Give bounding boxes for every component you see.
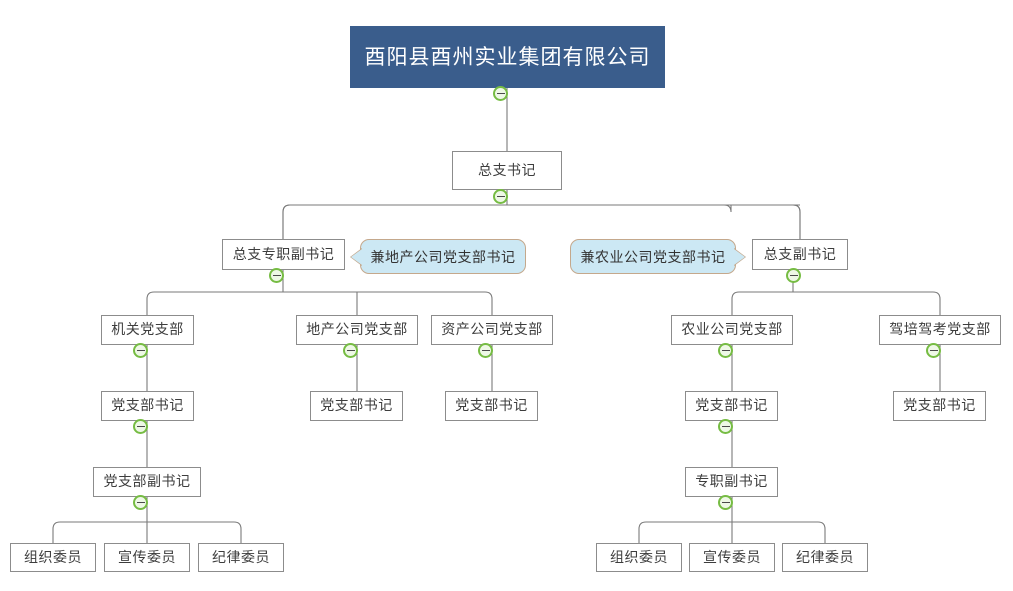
node-label: 党支部书记 — [111, 398, 184, 414]
collapse-minus-icon[interactable] — [926, 343, 941, 358]
node-label: 地产公司党支部 — [306, 322, 408, 338]
node-label: 兼农业公司党支部书记 — [580, 249, 726, 266]
callout-node[interactable]: 兼农业公司党支部书记 — [570, 239, 746, 274]
org-node[interactable]: 组织委员 — [596, 543, 682, 572]
node-label: 宣传委员 — [118, 549, 176, 566]
org-node[interactable]: 党支部书记 — [310, 391, 403, 421]
collapse-minus-icon[interactable] — [718, 419, 733, 434]
node-label: 总支专职副书记 — [232, 246, 335, 263]
collapse-minus-icon[interactable] — [133, 343, 148, 358]
org-node[interactable]: 党支部书记 — [445, 391, 538, 421]
node-label: 酉阳县酉州实业集团有限公司 — [364, 44, 651, 69]
node-label: 机关党支部 — [111, 322, 184, 338]
org-node[interactable]: 党支部书记 — [685, 391, 778, 421]
org-node[interactable]: 宣传委员 — [689, 543, 775, 572]
org-node[interactable]: 纪律委员 — [198, 543, 284, 572]
node-label: 宣传委员 — [703, 549, 761, 566]
node-label: 专职副书记 — [695, 474, 768, 490]
node-label: 资产公司党支部 — [441, 322, 543, 338]
node-label: 组织委员 — [610, 549, 668, 566]
node-label: 总支副书记 — [763, 246, 837, 263]
collapse-minus-icon[interactable] — [493, 189, 508, 204]
node-label: 纪律委员 — [212, 549, 270, 566]
org-node[interactable]: 机关党支部 — [101, 315, 194, 345]
org-node[interactable]: 专职副书记 — [685, 467, 778, 497]
org-node[interactable]: 驾培驾考党支部 — [879, 315, 1001, 345]
node-label: 党支部书记 — [695, 398, 768, 414]
org-node[interactable]: 总支副书记 — [752, 239, 848, 270]
collapse-minus-icon[interactable] — [133, 495, 148, 510]
node-label: 党支部书记 — [320, 398, 393, 414]
org-node[interactable]: 党支部书记 — [101, 391, 194, 421]
node-label: 总支书记 — [478, 162, 536, 179]
node-label: 农业公司党支部 — [681, 322, 783, 338]
node-label: 党支部书记 — [903, 398, 976, 414]
org-node[interactable]: 组织委员 — [10, 543, 96, 572]
org-node[interactable]: 总支书记 — [452, 151, 562, 190]
org-node[interactable]: 纪律委员 — [782, 543, 868, 572]
collapse-minus-icon[interactable] — [133, 419, 148, 434]
org-node[interactable]: 农业公司党支部 — [671, 315, 793, 345]
collapse-minus-icon[interactable] — [269, 268, 284, 283]
collapse-minus-icon[interactable] — [718, 343, 733, 358]
collapse-minus-icon[interactable] — [786, 268, 801, 283]
callout-tail — [351, 248, 362, 265]
node-label: 驾培驾考党支部 — [889, 322, 991, 338]
org-node[interactable]: 党支部副书记 — [93, 467, 201, 497]
node-label: 党支部副书记 — [103, 474, 191, 490]
org-node[interactable]: 党支部书记 — [893, 391, 986, 421]
collapse-minus-icon[interactable] — [343, 343, 358, 358]
root-node[interactable]: 酉阳县酉州实业集团有限公司 — [350, 26, 665, 88]
org-node[interactable]: 地产公司党支部 — [296, 315, 418, 345]
callout-node[interactable]: 兼地产公司党支部书记 — [350, 239, 526, 274]
collapse-minus-icon[interactable] — [718, 495, 733, 510]
callout-tail — [734, 248, 745, 265]
node-label: 组织委员 — [24, 549, 82, 566]
node-label: 纪律委员 — [796, 549, 854, 566]
org-node[interactable]: 资产公司党支部 — [431, 315, 553, 345]
org-node[interactable]: 总支专职副书记 — [222, 239, 345, 270]
node-label: 兼地产公司党支部书记 — [370, 249, 516, 266]
collapse-minus-icon[interactable] — [493, 86, 508, 101]
node-label: 党支部书记 — [455, 398, 528, 414]
collapse-minus-icon[interactable] — [478, 343, 493, 358]
org-node[interactable]: 宣传委员 — [104, 543, 190, 572]
